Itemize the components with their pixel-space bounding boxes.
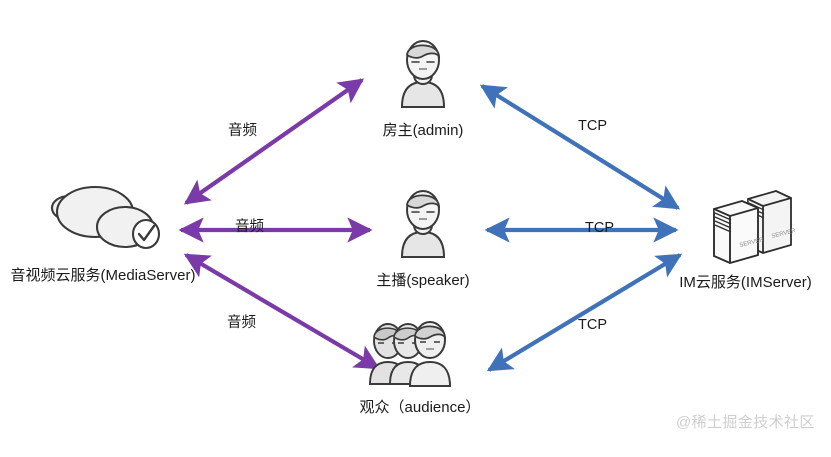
svg-text:SERVER: SERVER [739,237,765,249]
node-speaker[interactable]: 主播(speaker) [368,183,478,290]
edge-label-speaker-im: TCP [585,220,614,236]
single-person-icon [388,33,458,120]
edge-media-audience [183,253,381,370]
cloud-check-icon [33,182,173,265]
node-label-audience: 观众（audience） [359,399,481,416]
edge-label-audience-im: TCP [578,317,607,333]
server-stack-icon: SERVER SERVER [696,183,796,272]
node-label-imserver: IM云服务(IMServer) [679,274,812,291]
edge-label-admin-im: TCP [578,118,607,134]
node-admin[interactable]: 房主(admin) [368,33,478,140]
edge-audience-im [486,253,683,372]
node-label-mediaserver: 音视频云服务(MediaServer) [10,267,196,284]
edge-admin-im [479,84,681,210]
node-imserver[interactable]: SERVER SERVER IM云服务(IMServer) [663,183,828,292]
edge-label-media-audience: 音频 [227,315,256,331]
single-person-icon [388,183,458,270]
node-label-speaker: 主播(speaker) [376,272,470,289]
watermark: @稀土掘金技术社区 [676,414,815,431]
node-label-admin: 房主(admin) [382,122,464,139]
edge-media-admin [183,78,365,205]
node-mediaserver[interactable]: 音视频云服务(MediaServer) [8,182,198,285]
edge-label-media-speaker: 音频 [235,219,264,235]
svg-text:SERVER: SERVER [771,228,796,240]
group-people-icon [362,312,478,397]
edge-label-media-admin: 音频 [228,123,257,139]
node-audience[interactable]: 观众（audience） [345,312,495,417]
